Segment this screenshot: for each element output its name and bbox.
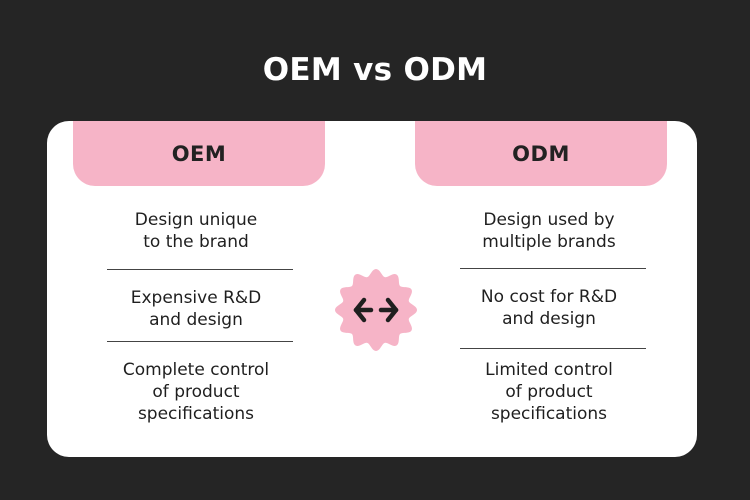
odm-item-control-line: Limited control: [485, 360, 613, 380]
oem-item-control: Complete control of product specificatio…: [103, 359, 289, 425]
oem-divider: [107, 341, 293, 342]
comparison-card: OEM ODM Design unique to the brand Expen…: [47, 121, 697, 457]
odm-divider: [460, 348, 646, 349]
oem-item-control-line: of product: [152, 382, 240, 402]
odm-divider: [460, 268, 646, 269]
page-title: OEM vs ODM: [262, 52, 488, 88]
odm-item-design-line: multiple brands: [482, 232, 616, 252]
odm-item-design-line: Design used by: [483, 210, 615, 230]
odm-item-control-line: specifications: [490, 404, 608, 424]
oem-item-cost: Expensive R&D and design: [103, 287, 289, 331]
oem-item-control-line: Complete control: [122, 360, 270, 380]
odm-item-control: Limited control of product specification…: [456, 359, 642, 425]
oem-item-design-line: to the brand: [143, 232, 249, 252]
odm-header: ODM: [415, 121, 667, 186]
versus-badge: [334, 268, 418, 352]
odm-item-design: Design used by multiple brands: [456, 209, 642, 253]
odm-item-control-line: of product: [505, 382, 593, 402]
oem-item-cost-line: Expensive R&D: [130, 288, 262, 308]
odm-item-cost-line: No cost for R&D: [480, 287, 618, 307]
oem-header: OEM: [73, 121, 325, 186]
oem-divider: [107, 269, 293, 270]
arrows-inward-icon: [335, 269, 417, 351]
oem-item-design-line: Design unique: [134, 210, 258, 230]
oem-item-cost-line: and design: [149, 310, 243, 330]
oem-item-design: Design unique to the brand: [103, 209, 289, 253]
odm-item-cost: No cost for R&D and design: [456, 286, 642, 330]
odm-item-cost-line: and design: [502, 309, 596, 329]
oem-item-control-line: specifications: [137, 404, 255, 424]
